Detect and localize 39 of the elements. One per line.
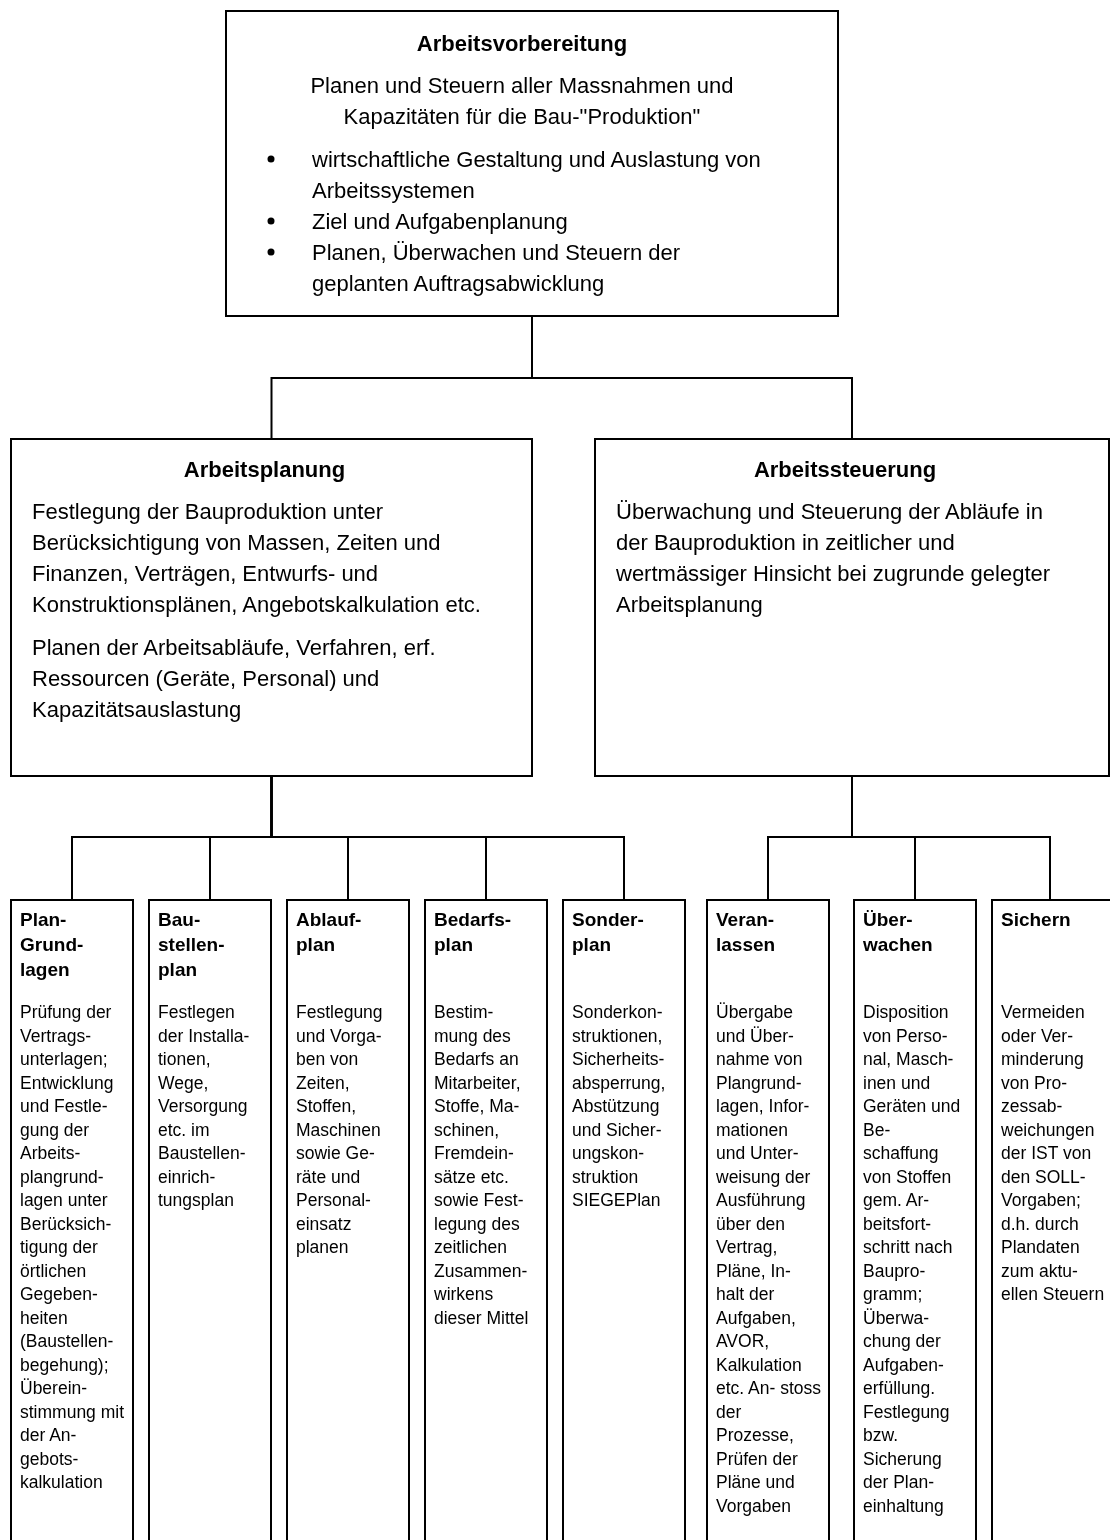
org-box <box>991 899 1110 1540</box>
org-box <box>10 438 533 777</box>
bullet-item: wirtschaftliche Gestaltung und Auslastung von Arbeitssystemen <box>312 147 761 203</box>
box-heading: Arbeitssteuerung <box>752 456 938 484</box>
box-text: Überwachung und Steuerung der Abläufe in der Bauproduktion in zeitlicher und wertmässiger Hinsicht bei zugrunde gelegter Arbeitsplanung <box>616 498 1052 619</box>
bullet-item: Ziel und Aufgabenplanung <box>312 209 568 234</box>
box-text: Festlegung und Vorga- ben von Zeiten, Stoffen, Maschinen sowie Ge- räte und Personal- einsatz planen <box>296 1001 384 1259</box>
org-box <box>562 899 686 1540</box>
org-box <box>853 899 977 1540</box>
org-box <box>10 899 134 1540</box>
box-text: Planen und Steuern aller Massnahmen und Kapazitäten für die Bau-"Produktion" <box>309 72 735 131</box>
box-heading: Über- wachen <box>863 908 934 957</box>
box-heading: Veran- lassen <box>716 908 777 957</box>
box-heading: Ablauf- plan <box>296 908 363 957</box>
box-heading: Arbeitsvorbereitung <box>415 30 629 58</box>
org-box <box>594 438 1110 777</box>
box-text: Festlegung der Bauproduktion unter Berücksichtigung von Massen, Zeiten und Finanzen, Verträgen, Entwurfs- und Konstruktionsplänen, Angebotskalkulation etc. <box>32 498 482 619</box>
box-text: Planen der Arbeitsabläufe, Verfahren, erf. Ressourcen (Geräte, Personal) und Kapazitätsauslastung <box>32 634 437 724</box>
box-heading: Sichern <box>1001 908 1072 932</box>
box-text: Übergabe und Über- nahme von Plangrund- lagen, Infor- mationen und Unter- weisung der Ausführung über den Vertrag, Pläne, In- halt der Aufgaben, AVOR, Kalkulation etc. An- stoss der Prozesse, Prüfen der Pläne und Vorgaben <box>716 1001 822 1518</box>
box-text: Disposition von Perso- nal, Masch- inen und Geräten und Be- schaffung von Stoffen gem. Ar- beitsfort- schritt nach Baupro- gramm; Überwa- chung der Aufgaben- erfüllung. Festlegung bzw. Sicherung der Plan- einhaltung <box>863 1001 962 1518</box>
box-heading: Bau- stellen- plan <box>158 908 226 982</box>
org-box <box>424 899 548 1540</box>
box-text: Festlegen der Installa- tionen, Wege, Versorgung etc. im Baustellen- einrich- tungsplan <box>158 1001 251 1212</box>
connector-line <box>270 776 625 900</box>
box-heading: Plan- Grund- lagen <box>20 908 85 982</box>
box-heading: Sonder- plan <box>572 908 645 957</box>
connector-line <box>851 776 1051 900</box>
box-heading: Bedarfs- plan <box>434 908 513 957</box>
org-box <box>706 899 830 1540</box>
box-text: Bestim- mung des Bedarfs an Mitarbeiter, Stoffe, Ma- schinen, Fremdein- sätze etc. sowie Fest- legung des zeitlichen Zusammen- wirkens dieser Mittel <box>434 1001 530 1330</box>
box-text: Prüfung der Vertrags- unterlagen; Entwicklung und Festle- gung der Arbeits- plangrund- lagen unter Berücksich- tigung der örtlichen Gegeben- heiten (Baustellen- begehung); Überein- stimmung mit der An- gebots- kalkulation <box>20 1001 126 1494</box>
box-heading: Arbeitsplanung <box>182 456 347 484</box>
org-box <box>286 899 410 1540</box>
org-box <box>148 899 272 1540</box>
org-box <box>225 10 839 317</box>
bullet-item: Planen, Überwachen und Steuern der geplanten Auftragsabwicklung <box>312 240 681 296</box>
box-text: Vermeiden oder Ver- minderung von Pro- zessab- weichungen der IST von den SOLL- Vorgaben; d.h. durch Plandaten zum aktu- ellen Steuern <box>1001 1001 1106 1306</box>
box-text: Sonderkon- struktionen, Sicherheits- absperrung, Abstützung und Sicher- ungskon- struktion SIEGEPlan <box>572 1001 667 1212</box>
